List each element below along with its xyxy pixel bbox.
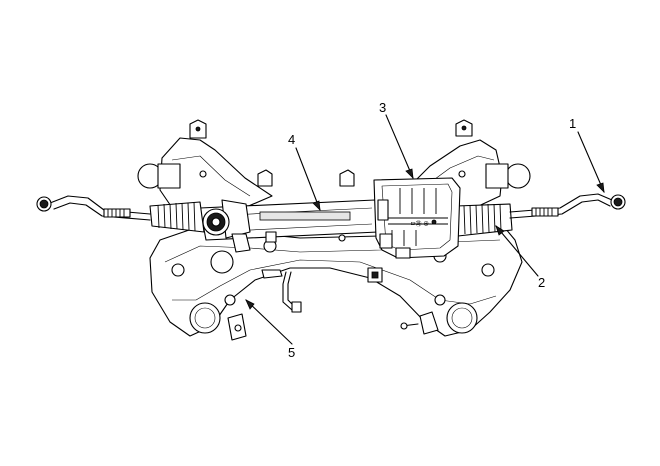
callout-label-5: 5: [288, 345, 295, 360]
callout-5: 5: [245, 299, 295, 360]
left-mount-tower: [137, 119, 273, 215]
right-rear-bushing: [446, 302, 478, 334]
left-boot: [149, 201, 205, 233]
right-front-bushing: [505, 163, 531, 189]
left-rear-bushing: [189, 302, 221, 334]
rack-bar: [259, 211, 351, 221]
callout-label-3: 3: [379, 100, 386, 115]
pipe-line: [282, 271, 293, 311]
callout-label-4: 4: [288, 132, 295, 147]
right-tie-rod: [509, 193, 626, 219]
left-tie-rod: [36, 195, 151, 221]
callout-label-1: 1: [569, 116, 576, 131]
upper-bracket: [339, 169, 355, 187]
pinion-collar: [202, 199, 251, 253]
callout-2: 2: [495, 225, 545, 290]
steering-rack: ㅁ㉺ ⊕: [36, 177, 626, 259]
callout-label-2: 2: [538, 275, 545, 290]
callout-4: 4: [288, 132, 321, 212]
valve-housing: ㅁ㉺ ⊕: [373, 177, 461, 259]
upper-bracket: [257, 169, 273, 187]
callout-1: 1: [569, 116, 605, 194]
callout-3: 3: [379, 100, 414, 180]
lower-right-bracket: [419, 311, 439, 335]
svg-text:ㅁ㉺ ⊕: ㅁ㉺ ⊕: [410, 220, 429, 228]
